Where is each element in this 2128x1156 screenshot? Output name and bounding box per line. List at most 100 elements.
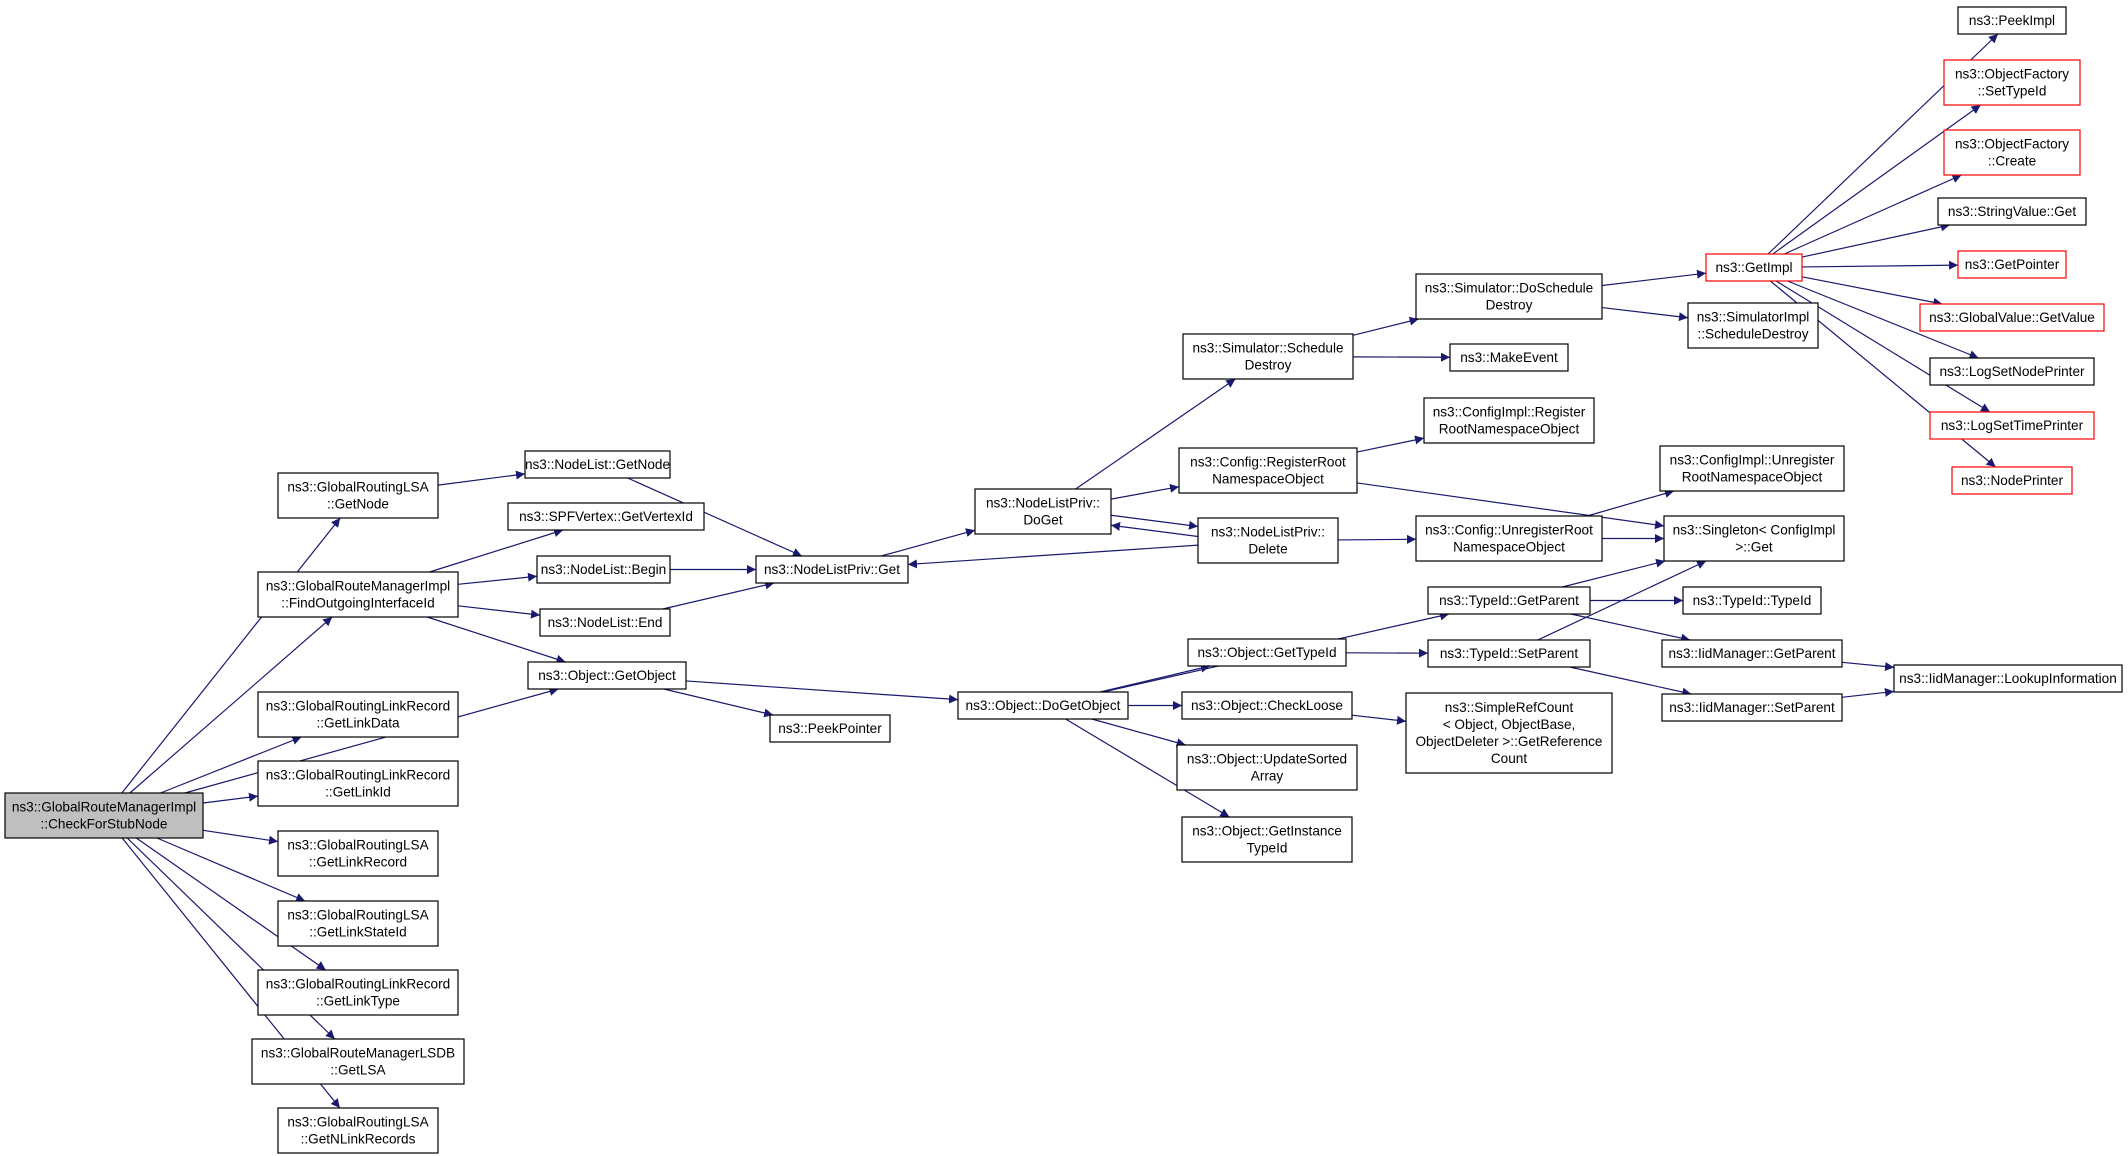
node-nl-getnode[interactable]: ns3::NodeList::GetNode <box>524 450 671 479</box>
node-label: RootNamespaceObject <box>1682 470 1823 485</box>
node-typeid-setparent[interactable]: ns3::TypeId::SetParent <box>1427 639 1591 668</box>
node-box <box>539 608 671 637</box>
node-singleton-get[interactable]: ns3::Singleton< ConfigImpl>::Get <box>1663 515 1845 562</box>
node-lr-getlinktype[interactable]: ns3::GlobalRoutingLinkRecord::GetLinkTyp… <box>257 969 459 1016</box>
node-nodeprinter[interactable]: ns3::NodePrinter <box>1951 466 2073 495</box>
node-box <box>974 488 1112 535</box>
node-label: ns3::ObjectFactory <box>1955 67 2069 82</box>
node-cfgimpl-unregister[interactable]: ns3::ConfigImpl::UnregisterRootNamespace… <box>1659 445 1845 492</box>
edge-obj-getobject-to-obj-dogetobject <box>685 680 959 704</box>
node-box <box>1427 639 1591 668</box>
edge-nlp-delete-to-cfg-unregister <box>1337 534 1417 544</box>
node-label: ::FindOutgoingInterfaceId <box>281 596 434 611</box>
node-cfgimpl-register[interactable]: ns3::ConfigImpl::RegisterRootNamespaceOb… <box>1423 397 1595 444</box>
edge-nlp-doget-to-cfg-register <box>1110 483 1180 500</box>
node-nlp-doget[interactable]: ns3::NodeListPriv::DoGet <box>974 488 1112 535</box>
node-obj-checkloose[interactable]: ns3::Object::CheckLoose <box>1181 691 1353 720</box>
node-nlp-delete[interactable]: ns3::NodeListPriv::Delete <box>1197 517 1339 564</box>
node-label: DoGet <box>1023 513 1063 528</box>
node-nl-begin[interactable]: ns3::NodeList::Begin <box>536 555 671 584</box>
node-iid-lookup[interactable]: ns3::IidManager::LookupInformation <box>1893 664 2123 693</box>
node-label: ::GetLinkStateId <box>309 925 406 940</box>
node-box <box>257 760 459 807</box>
edge-obj-getobject-to-peekpointer <box>663 688 774 718</box>
edge-nlp-delete-to-nlp-doget <box>1110 521 1199 538</box>
edge-nlp-delete-to-nlp-get <box>907 544 1199 569</box>
node-box <box>4 792 204 839</box>
node-getimpl[interactable]: ns3::GetImpl <box>1705 253 1803 282</box>
node-label: ns3::PeekPointer <box>778 721 882 736</box>
node-iid-setparent[interactable]: ns3::IidManager::SetParent <box>1661 693 1843 722</box>
node-label: ns3::ConfigImpl::Register <box>1433 405 1586 420</box>
node-label: ::Create <box>1988 154 2036 169</box>
node-logsettimeprinter[interactable]: ns3::LogSetTimePrinter <box>1929 411 2095 440</box>
node-peekimpl[interactable]: ns3::PeekImpl <box>1957 6 2067 35</box>
node-peekpointer[interactable]: ns3::PeekPointer <box>769 714 891 743</box>
node-box <box>257 969 459 1016</box>
edge-typeid-getparent-to-singleton-get <box>1562 558 1666 588</box>
node-box <box>1427 586 1591 615</box>
node-lsa-getnlinkrecords[interactable]: ns3::GlobalRoutingLSA::GetNLinkRecords <box>277 1107 439 1154</box>
node-of-create[interactable]: ns3::ObjectFactory::Create <box>1943 129 2081 176</box>
edge-gr-findout-to-nl-begin <box>457 572 538 585</box>
node-stringvalue-get[interactable]: ns3::StringValue::Get <box>1937 197 2087 226</box>
node-lsa-getlinkrecord[interactable]: ns3::GlobalRoutingLSA::GetLinkRecord <box>277 830 439 877</box>
node-root[interactable]: ns3::GlobalRouteManagerImpl::CheckForStu… <box>4 792 204 839</box>
node-sim-schedule-destroy[interactable]: ns3::Simulator::ScheduleDestroy <box>1182 333 1354 380</box>
node-lsa-getlinkstateid[interactable]: ns3::GlobalRoutingLSA::GetLinkStateId <box>277 900 439 947</box>
edge-sim-schedule-destroy-to-sim-doschedule <box>1352 316 1419 336</box>
node-box <box>257 571 459 618</box>
node-simplerefcount[interactable]: ns3::SimpleRefCount< Object, ObjectBase,… <box>1405 692 1613 774</box>
node-lsdb-getlsa[interactable]: ns3::GlobalRouteManagerLSDB::GetLSA <box>251 1038 465 1085</box>
node-iid-getparent[interactable]: ns3::IidManager::GetParent <box>1661 639 1843 668</box>
node-label: ::GetLinkId <box>325 785 391 800</box>
node-box <box>251 1038 465 1085</box>
edge-gr-findout-to-spf-getvertexid <box>429 528 564 573</box>
edge-root-to-lsa-getnode <box>121 517 341 794</box>
edge-root-to-obj-getobject <box>184 687 559 794</box>
node-lsa-getnode[interactable]: ns3::GlobalRoutingLSA::GetNode <box>277 472 439 519</box>
node-simimpl-scheduledestroy[interactable]: ns3::SimulatorImpl::ScheduleDestroy <box>1687 302 1819 349</box>
node-gv-getvalue[interactable]: ns3::GlobalValue::GetValue <box>1919 303 2105 332</box>
node-box <box>257 691 459 738</box>
node-logsetnodeprinter[interactable]: ns3::LogSetNodePrinter <box>1929 357 2095 386</box>
edge-root-to-lsa-getlinkstateid <box>156 837 306 902</box>
node-cfg-unregister[interactable]: ns3::Config::UnregisterRootNamespaceObje… <box>1415 515 1603 562</box>
edge-cfg-register-to-singleton-get <box>1356 482 1665 530</box>
node-lr-getlinkid[interactable]: ns3::GlobalRoutingLinkRecord::GetLinkId <box>257 760 459 807</box>
node-label: ns3::Object::DoGetObject <box>966 698 1121 713</box>
node-label: ::CheckForStubNode <box>41 817 168 832</box>
edge-getimpl-to-of-settypeid <box>1772 104 1981 255</box>
node-label: Array <box>1251 769 1284 784</box>
node-getpointer[interactable]: ns3::GetPointer <box>1957 250 2067 279</box>
edge-root-to-lr-getlinktype <box>135 837 327 971</box>
node-nl-end[interactable]: ns3::NodeList::End <box>539 608 671 637</box>
nodes-layer: ns3::GlobalRouteManagerImpl::CheckForStu… <box>4 6 2123 1154</box>
node-spf-getvertexid[interactable]: ns3::SPFVertex::GetVertexId <box>507 502 705 531</box>
node-typeid-getparent[interactable]: ns3::TypeId::GetParent <box>1427 586 1591 615</box>
node-obj-getobject[interactable]: ns3::Object::GetObject <box>527 661 687 690</box>
node-box <box>1951 466 2073 495</box>
node-label: ns3::SimulatorImpl <box>1697 310 1810 325</box>
edge-root-to-gr-findout <box>129 616 333 794</box>
node-lr-getlinkdata[interactable]: ns3::GlobalRoutingLinkRecord::GetLinkDat… <box>257 691 459 738</box>
node-label: ObjectDeleter >::GetReference <box>1415 734 1602 749</box>
node-obj-gettypeid[interactable]: ns3::Object::GetTypeId <box>1187 638 1347 667</box>
node-gr-findout[interactable]: ns3::GlobalRouteManagerImpl::FindOutgoin… <box>257 571 459 618</box>
node-of-settypeid[interactable]: ns3::ObjectFactory::SetTypeId <box>1943 59 2081 106</box>
edge-obj-dogetobject-to-obj-updatesorted <box>1091 718 1186 747</box>
node-label: ns3::GetPointer <box>1965 257 2060 272</box>
node-label: ns3::IidManager::SetParent <box>1669 700 1835 715</box>
node-label: ns3::Config::RegisterRoot <box>1190 455 1346 470</box>
node-box <box>1423 397 1595 444</box>
node-label: ns3::ConfigImpl::Unregister <box>1670 453 1835 468</box>
node-makeevent[interactable]: ns3::MakeEvent <box>1449 343 1569 372</box>
node-nlp-get[interactable]: ns3::NodeListPriv::Get <box>755 555 909 584</box>
node-obj-dogetobject[interactable]: ns3::Object::DoGetObject <box>957 691 1129 720</box>
node-typeid-typeid[interactable]: ns3::TypeId::TypeId <box>1682 586 1822 615</box>
